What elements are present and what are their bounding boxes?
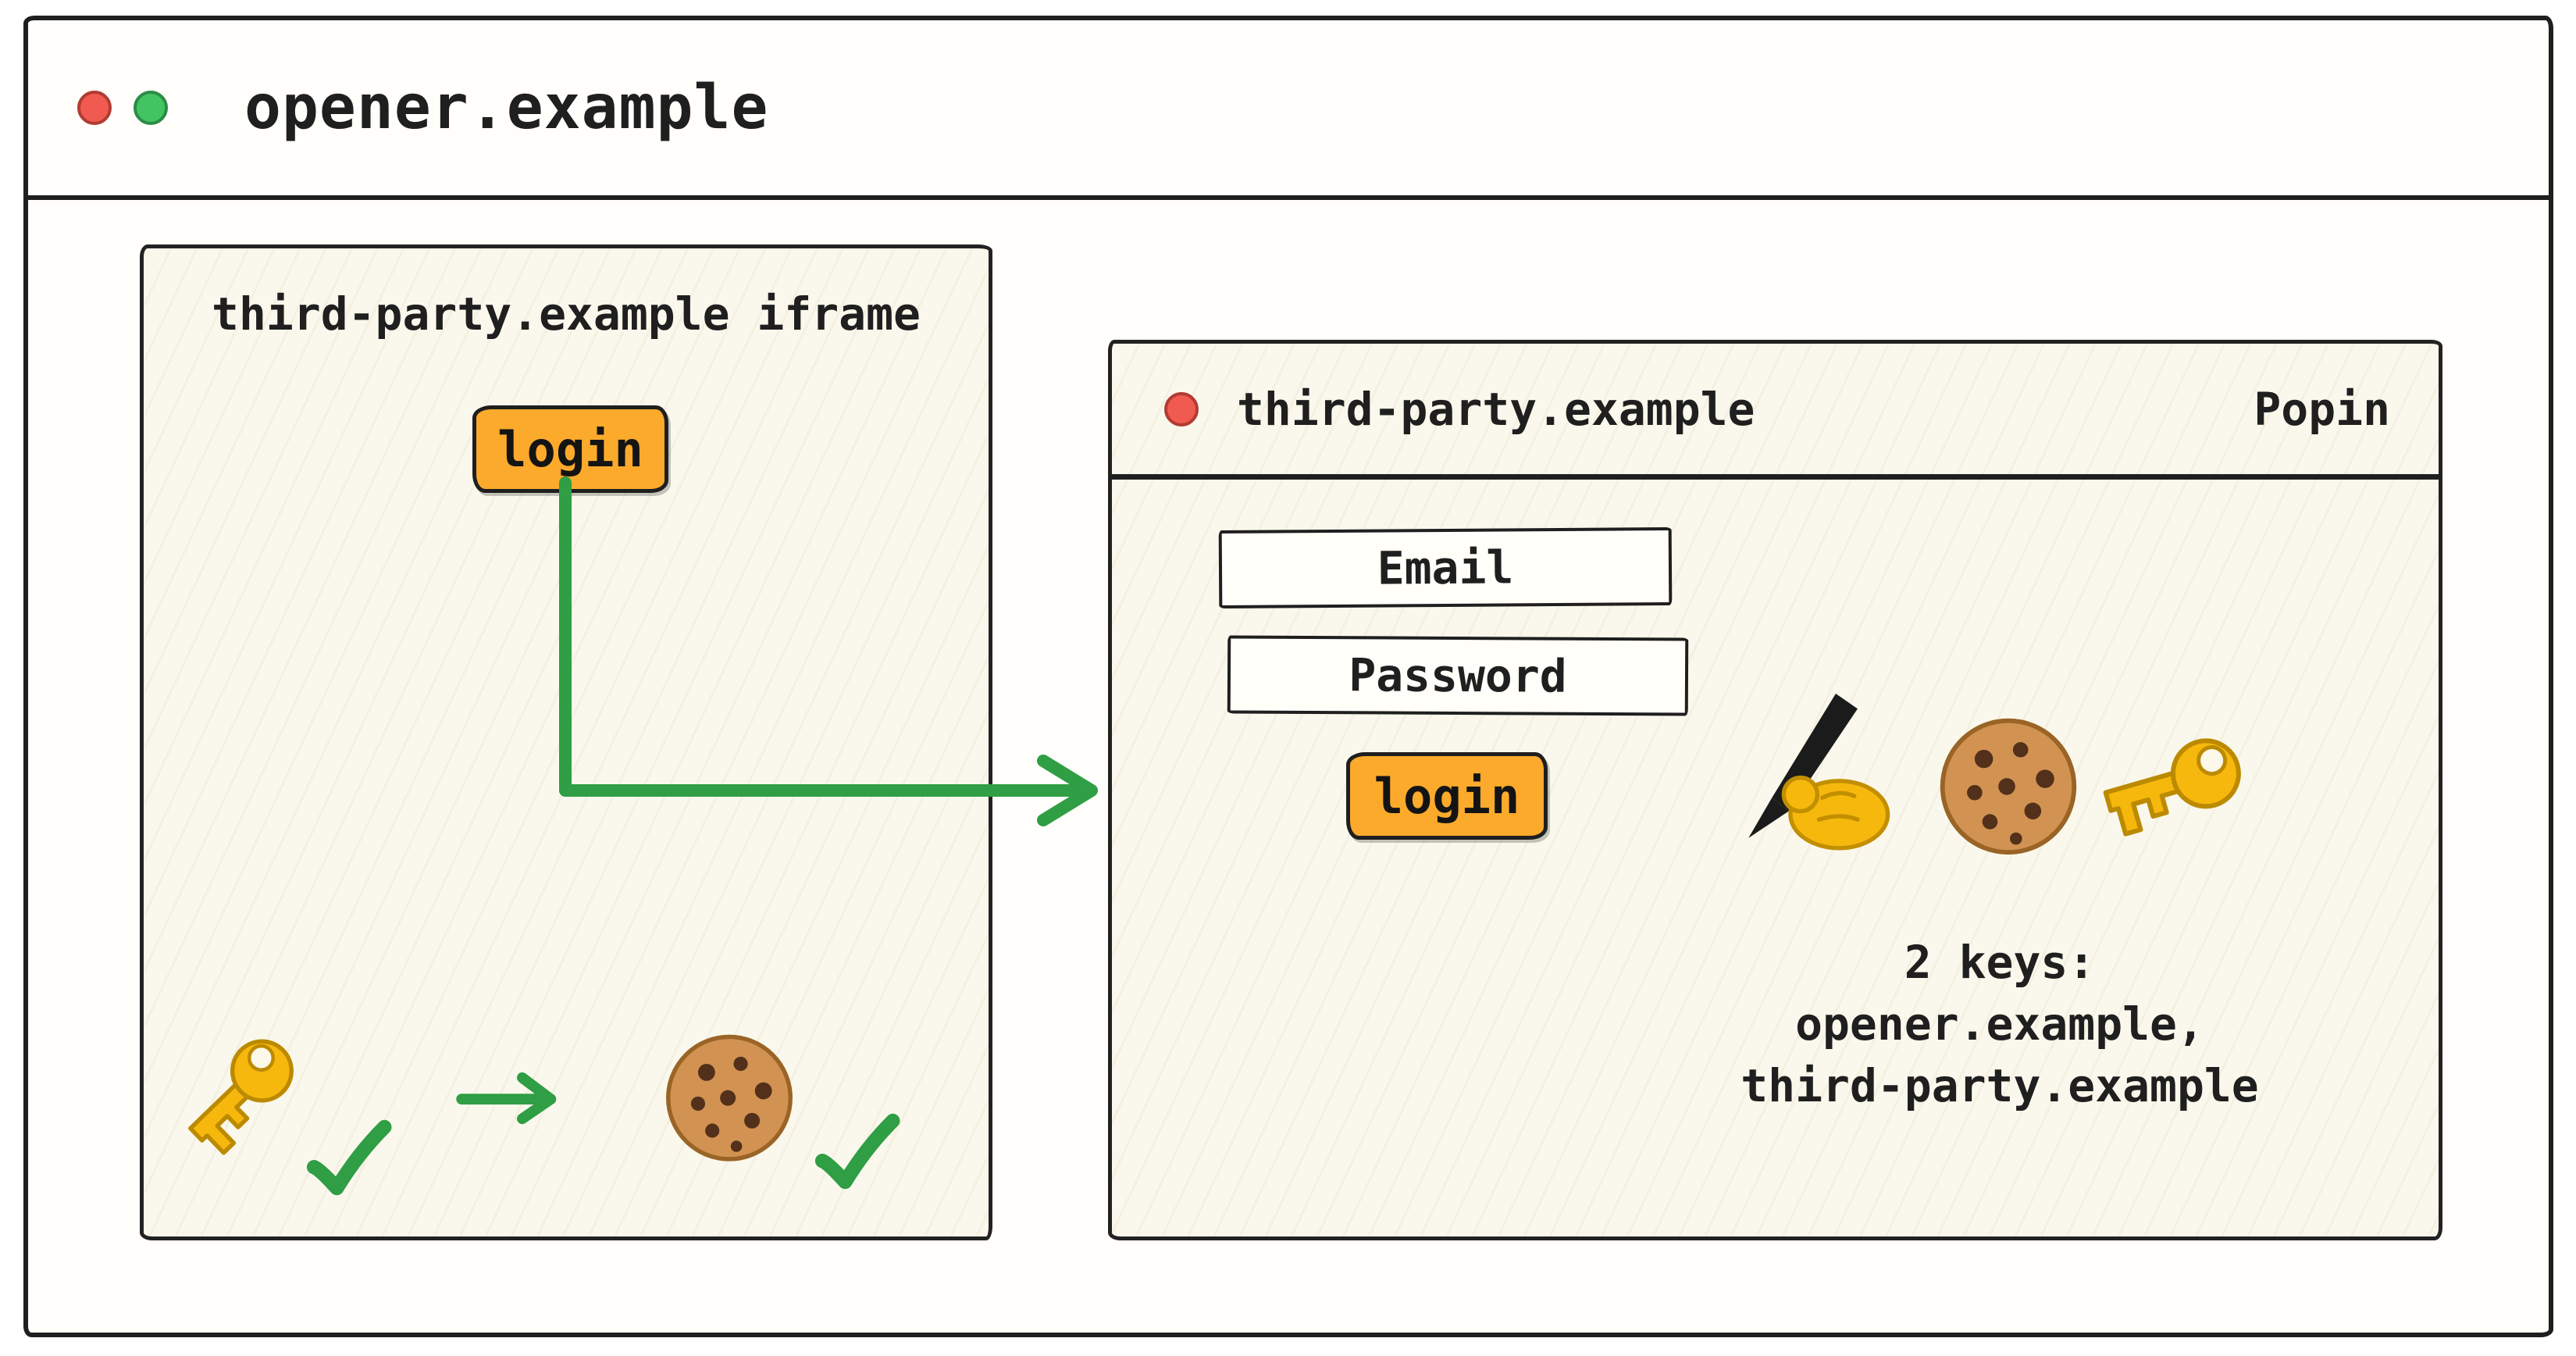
cookie-icon — [1932, 707, 2085, 860]
popin-window: third-party.example Popin Email Password… — [1108, 340, 2442, 1240]
traffic-light-red[interactable] — [1164, 391, 1199, 426]
checkmark-icon — [301, 1110, 396, 1205]
password-input[interactable]: Password — [1227, 635, 1689, 716]
popin-titlebar: third-party.example Popin — [1112, 344, 2439, 480]
writing-hand-icon — [1735, 694, 1903, 862]
popin-title: third-party.example — [1237, 382, 1755, 436]
popin-login-button[interactable]: login — [1346, 752, 1548, 840]
arrow-right-icon — [454, 1065, 579, 1131]
traffic-light-green[interactable] — [134, 91, 168, 125]
iframe-title: third-party.example iframe — [212, 287, 921, 341]
iframe-login-button[interactable]: login — [472, 405, 668, 493]
third-party-iframe-panel: third-party.example iframe login — [140, 244, 992, 1240]
popin-type-label: Popin — [2254, 382, 2390, 436]
email-input[interactable]: Email — [1218, 526, 1673, 609]
key-icon — [141, 991, 340, 1190]
key-icon — [2077, 684, 2270, 877]
checkmark-icon — [809, 1104, 904, 1199]
caption-line: opener.example, — [1795, 997, 2204, 1051]
keys-caption: 2 keys: opener.example, third-party.exam… — [1687, 932, 2312, 1117]
traffic-light-red[interactable] — [77, 91, 112, 125]
caption-line: third-party.example — [1740, 1059, 2259, 1112]
opener-titlebar: opener.example — [28, 20, 2549, 200]
caption-line: 2 keys: — [1904, 936, 2096, 989]
cookie-icon — [658, 1024, 800, 1166]
opener-window-title: opener.example — [244, 73, 769, 143]
opener-browser-window: opener.example third-party.example ifram… — [23, 16, 2553, 1337]
